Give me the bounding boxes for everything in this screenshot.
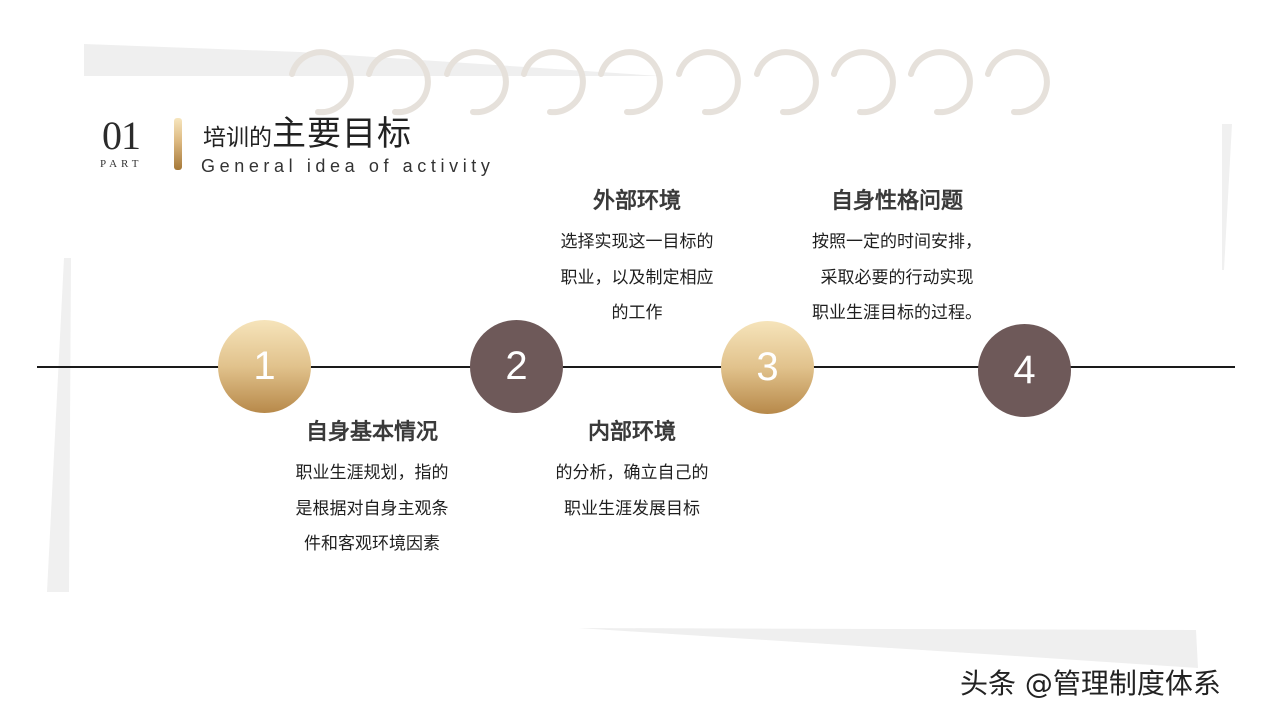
step-2-description: 选择实现这一目标的 职业，以及制定相应 的工作 xyxy=(537,225,737,332)
step-2-card: 外部环境 选择实现这一目标的 职业，以及制定相应 的工作 xyxy=(537,187,737,332)
step-3-number: 3 xyxy=(756,345,779,389)
step-1-circle: 1 xyxy=(218,320,311,413)
timeline-line xyxy=(37,366,1235,368)
step-2-heading: 外部环境 xyxy=(592,189,681,214)
step-1-heading: 自身基本情况 xyxy=(305,420,438,445)
step-3-circle: 3 xyxy=(721,321,814,414)
step-3-line: 职业生涯发展目标 xyxy=(564,498,700,519)
title-main: 主要目标 xyxy=(272,114,412,154)
step-3-card: 内部环境 的分析，确立自己的 职业生涯发展目标 xyxy=(532,418,732,527)
step-4-line: 职业生涯目标的过程。 xyxy=(812,303,982,323)
page-subtitle: General idea of activity xyxy=(201,156,495,176)
step-3-heading: 内部环境 xyxy=(587,420,676,445)
step-4-circle: 4 xyxy=(978,324,1071,417)
page-title: 培训的主要目标 xyxy=(203,106,412,155)
step-4-description: 按照一定的时间安排， 采取必要的行动实现 职业生涯目标的过程。 xyxy=(792,225,1002,332)
step-1-number: 1 xyxy=(253,344,276,388)
step-3-description: 的分析，确立自己的 职业生涯发展目标 xyxy=(532,456,732,527)
part-number: 01 xyxy=(102,113,141,158)
step-2-line: 的工作 xyxy=(611,303,663,323)
binder-rings-decoration xyxy=(289,49,1050,116)
step-1-line: 件和客观环境因素 xyxy=(304,534,440,554)
step-4-heading: 自身性格问题 xyxy=(830,189,963,214)
step-2-line: 选择实现这一目标的 xyxy=(560,232,714,252)
accent-bar xyxy=(174,118,182,170)
step-1-description: 职业生涯规划，指的 是根据对自身主观条 件和客观环境因素 xyxy=(272,456,472,563)
step-2-number: 2 xyxy=(505,344,528,388)
step-4-line: 采取必要的行动实现 xyxy=(820,267,974,288)
step-3-line: 的分析，确立自己的 xyxy=(555,463,709,483)
step-2-line: 职业，以及制定相应 xyxy=(560,267,714,288)
step-2-circle: 2 xyxy=(470,320,563,413)
step-4-card: 自身性格问题 按照一定的时间安排， 采取必要的行动实现 职业生涯目标的过程。 xyxy=(792,187,1002,332)
watermark: 头条 @管理制度体系 xyxy=(960,667,1221,700)
step-1-card: 自身基本情况 职业生涯规划，指的 是根据对自身主观条 件和客观环境因素 xyxy=(272,418,472,563)
step-1-line: 职业生涯规划，指的 xyxy=(295,463,449,483)
step-4-line: 按照一定的时间安排， xyxy=(812,232,982,252)
step-1-line: 是根据对自身主观条 xyxy=(295,498,449,519)
title-prefix: 培训的 xyxy=(203,125,272,151)
part-label: PART xyxy=(100,158,143,170)
step-4-number: 4 xyxy=(1013,348,1036,392)
